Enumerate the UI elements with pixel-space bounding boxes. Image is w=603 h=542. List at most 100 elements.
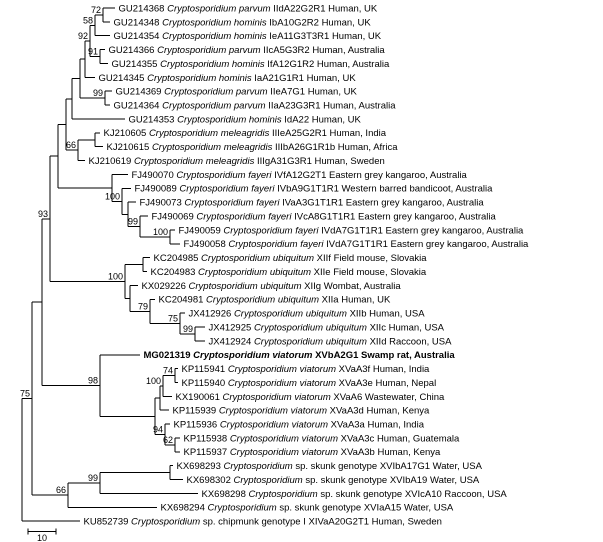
taxon-species: Cryptosporidium viatorum: [223, 392, 331, 403]
taxon-accession: KP115938: [184, 433, 230, 444]
taxon-label: KJ210615 Cryptosporidium meleagridis III…: [107, 142, 399, 153]
taxon-genotype-host: XVaA3b Human, Kenya: [338, 447, 441, 458]
taxon-accession: KX698302: [187, 475, 234, 486]
taxon-accession: KC204981: [159, 295, 207, 306]
taxon-genotype-host: IIIgA31G3R1 Human, Sweden: [254, 156, 384, 167]
taxon-species: Cryptosporidium viatorum: [230, 447, 338, 458]
bootstrap-label: 62: [163, 435, 173, 445]
taxon-genotype-host: XIIf Field mouse, Slovakia: [314, 253, 427, 264]
taxon-genotype-host: IIeA7G1 Human, UK: [268, 87, 358, 98]
taxon-species: Cryptosporidium fayeri: [184, 198, 280, 209]
taxon-species: Cryptosporidium ubiquitum: [206, 295, 319, 306]
taxon-species: Cryptosporidium: [249, 489, 318, 500]
taxon-species: Cryptosporidium fayeri: [196, 211, 292, 222]
taxon-species: Cryptosporidium fayeri: [176, 170, 272, 181]
taxon-accession: GU214345: [99, 73, 148, 84]
taxon-genotype-host: IeA11G3T3R1 Human, UK: [267, 31, 382, 42]
taxon-accession: JX412926: [189, 309, 234, 320]
taxon-label: FJ490069 Cryptosporidium fayeri IVcA8G1T…: [152, 211, 497, 222]
taxon-species: Cryptosporidium parvum: [157, 45, 261, 56]
taxon-label: KJ210605 Cryptosporidium meleagridis III…: [104, 128, 387, 139]
taxon-species: Cryptosporidium: [131, 517, 200, 528]
taxon-species: Cryptosporidium ubiquitum: [198, 267, 311, 278]
taxon-accession: KJ210619: [89, 156, 134, 167]
bootstrap-label: 91: [88, 47, 98, 57]
taxon-label: KX698293 Cryptosporidium sp. skunk genot…: [177, 461, 483, 472]
taxon-species: Cryptosporidium: [208, 503, 277, 514]
bootstrap-label: 74: [163, 366, 173, 376]
taxon-label: MG021319 Cryptosporidium viatorum XVbA2G…: [144, 350, 456, 361]
taxon-label: KP115936 Cryptosporidium viatorum XVaA3a…: [174, 420, 425, 431]
taxon-accession: KX698293: [177, 461, 224, 472]
taxon-accession: GU214353: [129, 114, 178, 125]
taxon-genotype-host: IfA12G1R2 Human, Australia: [265, 59, 390, 70]
taxon-label: GU214354 Cryptosporidium hominis IeA11G3…: [114, 31, 382, 42]
taxon-genotype-host: IbA10G2R2 Human, UK: [267, 17, 372, 28]
taxon-accession: KJ210605: [104, 128, 149, 139]
taxon-label: KP115940 Cryptosporidium viatorum XVaA3e…: [182, 378, 437, 389]
bootstrap-label: 99: [183, 324, 193, 334]
taxon-accession: KJ210615: [107, 142, 152, 153]
taxon-label: GU214364 Cryptosporidium parvum IIaA23G3…: [114, 100, 397, 111]
taxon-species: Cryptosporidium: [234, 475, 303, 486]
taxon-species: Cryptosporidium ubiquitum: [254, 336, 367, 347]
taxon-accession: GU214369: [116, 87, 165, 98]
taxon-label: FJ490058 Cryptosporidium fayeri IVdA7G1T…: [184, 239, 530, 250]
taxon-genotype-host: XIIc Human, USA: [367, 322, 445, 333]
taxon-genotype-host: sp. skunk genotype XVIbA17G1 Water, USA: [293, 461, 483, 472]
taxon-species: Cryptosporidium ubiquitum: [189, 281, 302, 292]
taxon-accession: JX412924: [209, 336, 254, 347]
taxon-label: KP115941 Cryptosporidium viatorum XVaA3f…: [182, 364, 431, 375]
taxon-genotype-host: IVcA8G1T1R1 Eastern grey kangaroo, Austr…: [291, 211, 496, 222]
taxon-label: GU214368 Cryptosporidium parvum IIdA22G2…: [119, 3, 378, 14]
scale-bar: 10: [27, 528, 57, 542]
bootstrap-label: 79: [138, 301, 148, 311]
taxon-species: Cryptosporidium fayeri: [223, 225, 319, 236]
taxon-label: FJ490059 Cryptosporidium fayeri IVdA7G1T…: [179, 225, 525, 236]
taxon-accession: GU214355: [112, 59, 161, 70]
taxon-accession: GU214348: [114, 17, 163, 28]
taxon-label: KC204985 Cryptosporidium ubiquitum XIIf …: [154, 253, 428, 264]
bootstrap-label: 58: [83, 15, 93, 25]
taxon-label: FJ490089 Cryptosporidium fayeri IVbA9G1T…: [135, 184, 494, 195]
taxon-accession: KP115939: [173, 406, 219, 417]
taxon-accession: KC204983: [151, 267, 199, 278]
taxon-label: KC204981 Cryptosporidium ubiquitum XIIa …: [159, 295, 391, 306]
taxon-species: Cryptosporidium ubiquitum: [201, 253, 314, 264]
taxon-species: Cryptosporidium fayeri: [228, 239, 324, 250]
taxon-species: Cryptosporidium viatorum: [228, 364, 336, 375]
bootstrap-label: 100: [146, 376, 161, 386]
taxon-species: Cryptosporidium viatorum: [220, 420, 328, 431]
taxon-genotype-host: XVaA3e Human, Nepal: [336, 378, 436, 389]
taxon-genotype-host: IVfA12G2T1 Eastern grey kangaroo, Austra…: [271, 170, 467, 181]
taxon-accession: KU852739: [84, 517, 132, 528]
taxon-accession: KX698298: [202, 489, 249, 500]
bootstrap-label: 98: [88, 376, 98, 386]
taxon-species: Cryptosporidium ubiquitum: [254, 322, 367, 333]
taxon-accession: GU214366: [109, 45, 158, 56]
bootstrap-label: 75: [20, 389, 30, 399]
taxon-accession: KP115936: [174, 420, 220, 431]
taxon-label: GU214345 Cryptosporidium hominis IaA21G1…: [99, 73, 357, 84]
taxon-label: JX412926 Cryptosporidium ubiquitum XIIb …: [189, 309, 426, 320]
bootstrap-label: 100: [105, 191, 120, 201]
taxon-genotype-host: sp. chipmunk genotype I XIVaA20G2T1 Huma…: [200, 517, 442, 528]
taxon-label: KC204983 Cryptosporidium ubiquitum XIIe …: [151, 267, 427, 278]
taxon-label: KX698302 Cryptosporidium sp. skunk genot…: [187, 475, 480, 486]
taxon-label: JX412924 Cryptosporidium ubiquitum XIId …: [209, 336, 453, 347]
taxon-species: Cryptosporidium hominis: [160, 59, 265, 70]
bootstrap-label: 92: [78, 31, 88, 41]
taxon-accession: MG021319: [144, 350, 194, 361]
taxon-species: Cryptosporidium fayeri: [179, 184, 275, 195]
taxon-accession: KP115937: [184, 447, 230, 458]
bootstrap-label: 99: [88, 473, 98, 483]
taxon-genotype-host: XIIg Wombat, Australia: [302, 281, 402, 292]
taxon-accession: GU214368: [119, 3, 168, 14]
taxon-species: Cryptosporidium: [224, 461, 293, 472]
taxon-accession: GU214364: [114, 100, 163, 111]
taxon-genotype-host: XVaA6 Wastewater, China: [331, 392, 445, 403]
taxon-label: GU214348 Cryptosporidium hominis IbA10G2…: [114, 17, 372, 28]
bootstrap-label: 99: [93, 88, 103, 98]
